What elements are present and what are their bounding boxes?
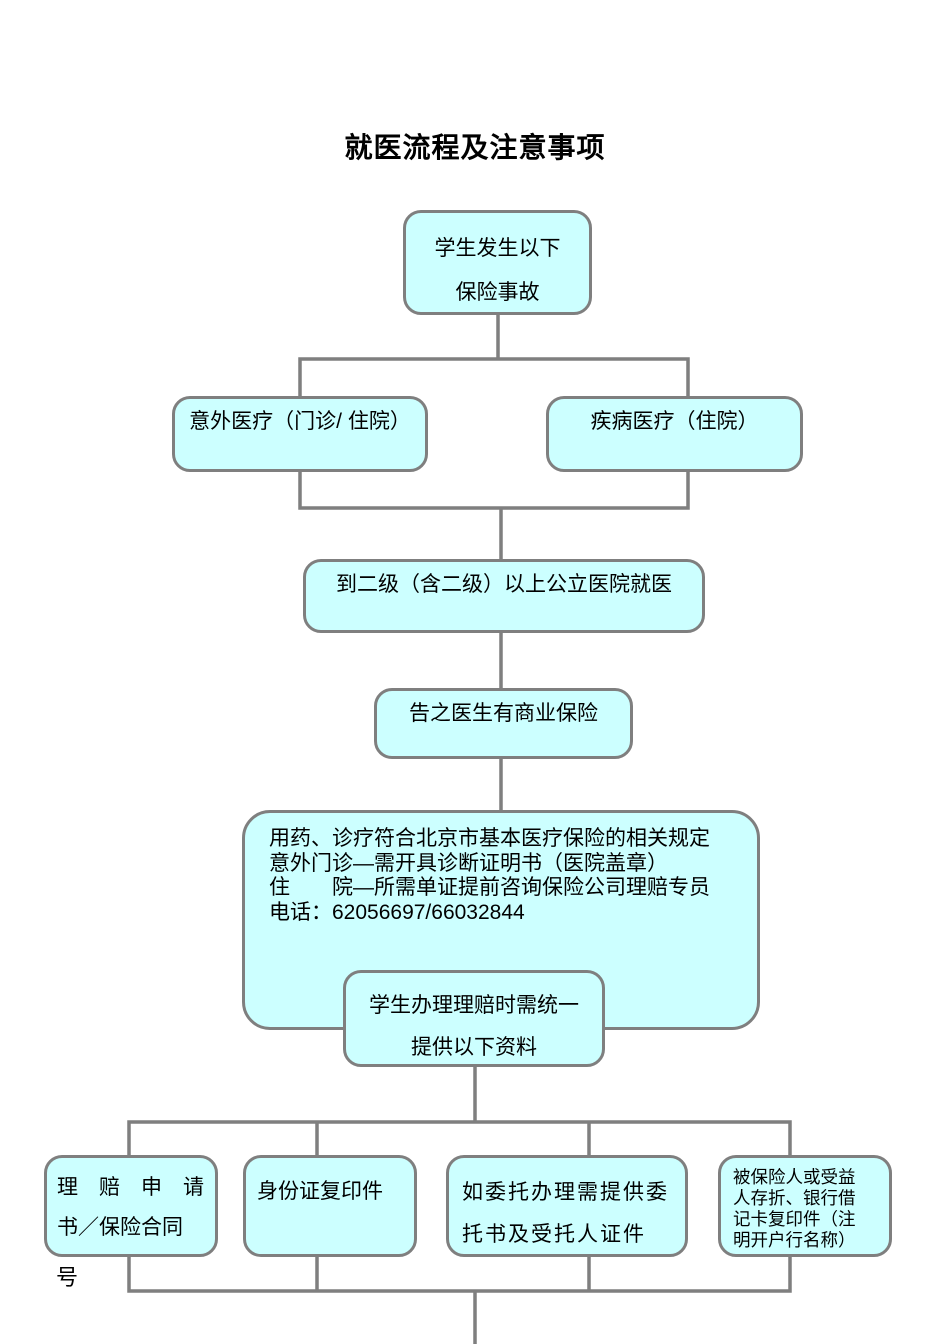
- node-public-hospital: 到二级（含二级）以上公立医院就医: [303, 559, 705, 633]
- node-text-line: 理 赔 申 请: [57, 1176, 204, 1199]
- node-text-line: 告之医生有商业保险: [409, 702, 598, 725]
- node-illness-medical: 疾病医疗（住院）: [546, 396, 803, 472]
- node-text-line: 明开户行名称）: [733, 1230, 856, 1250]
- page-title: 就医流程及注意事项: [344, 133, 606, 164]
- node-text-line: 人存折、银行借: [733, 1188, 856, 1208]
- node-bank-card-copy: 被保险人或受益 人存折、银行借 记卡复印件（注 明开户行名称）: [718, 1155, 892, 1257]
- node-text-line: 托书及受托人证件: [462, 1223, 646, 1246]
- node-text-line: 意外门诊—需开具诊断证明书（医院盖章）: [269, 851, 668, 875]
- node-text-line: 如委托办理需提供委: [462, 1181, 669, 1204]
- node-entrust-documents: 如委托办理需提供委 托书及受托人证件: [446, 1155, 688, 1257]
- connector-path: [127, 313, 792, 1344]
- node-inform-doctor: 告之医生有商业保险: [374, 688, 633, 759]
- node-text-line: 到二级（含二级）以上公立医院就医: [336, 573, 672, 596]
- node-id-copy: 身份证复印件: [243, 1155, 417, 1257]
- node-insurance-event: 学生发生以下 保险事故: [403, 210, 592, 315]
- node-text-line: 学生办理理赔时需统一: [369, 994, 579, 1017]
- node-text-line: 用药、诊疗符合北京市基本医疗保险的相关规定: [269, 827, 710, 850]
- node-text-line: 身份证复印件: [257, 1180, 383, 1203]
- node-accident-medical: 意外医疗（门诊/ 住院）: [172, 396, 428, 472]
- node-text-line: 书／保险合同: [57, 1216, 183, 1239]
- node-text-line: 记卡复印件（注: [733, 1209, 856, 1229]
- node-claim-form-overflow: 号: [56, 1265, 79, 1290]
- node-text-line: 住 院—所需单证提前咨询保险公司理赔专员: [269, 876, 710, 899]
- node-text-line: 学生发生以下: [434, 237, 561, 260]
- node-claim-form: 理 赔 申 请 书／保险合同: [44, 1155, 218, 1257]
- node-text-line: 意外医疗（门诊/ 住院）: [189, 410, 411, 433]
- node-text-line: 疾病医疗（住院）: [590, 410, 759, 433]
- node-text-line: 电话：62056697/66032844: [269, 900, 525, 924]
- node-text-line: 被保险人或受益: [733, 1167, 856, 1187]
- node-text-line: 保险事故: [455, 281, 540, 304]
- node-required-materials: 学生办理理赔时需统一 提供以下资料: [343, 970, 605, 1067]
- node-claim-rules: 用药、诊疗符合北京市基本医疗保险的相关规定 意外门诊—需开具诊断证明书（医院盖章…: [242, 810, 760, 1030]
- node-text-line: 提供以下资料: [411, 1036, 537, 1059]
